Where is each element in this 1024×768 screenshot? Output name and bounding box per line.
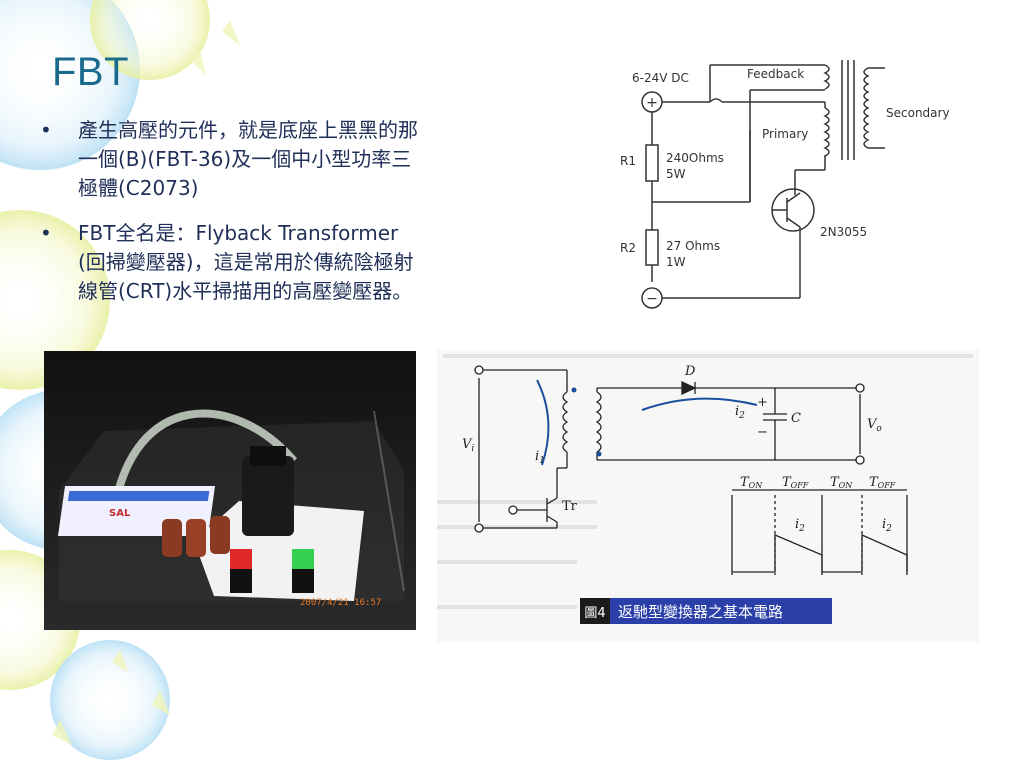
- plus-terminal: [641, 91, 663, 113]
- r2-power: 1W: [666, 255, 686, 269]
- svg-text:TON: TON: [740, 475, 763, 490]
- transistor-label: 2N3055: [820, 225, 867, 239]
- ton-sub: ON: [749, 481, 764, 490]
- svg-text:i2: i2: [735, 404, 745, 421]
- ton-label: T: [740, 475, 750, 490]
- cap-label: C: [791, 411, 801, 426]
- r1-power: 5W: [666, 167, 686, 181]
- i2-wave-label: i: [882, 517, 886, 532]
- cap-minus: −: [757, 425, 768, 440]
- ton-label: T: [830, 475, 840, 490]
- i1-sub: 1: [539, 456, 545, 466]
- tr-label: Tr: [562, 499, 578, 514]
- fbt-circuit-diagram: + − 6-24V DC Feedback Primary Secondary …: [610, 50, 990, 320]
- flyback-converter-figure: D Vi Vo i1 i2 C + − Tr TON TOFF TON TOFF…: [437, 350, 979, 642]
- minus-terminal: [641, 287, 663, 309]
- svg-text:i1: i1: [535, 449, 545, 466]
- slide-title: FBT: [52, 50, 130, 94]
- r1-value: 240Ohms: [666, 151, 724, 165]
- toff-label: T: [782, 475, 792, 490]
- svg-text:TOFF: TOFF: [869, 475, 896, 490]
- vi-label: V: [462, 437, 473, 452]
- primary-label: Primary: [762, 127, 808, 141]
- i2-wave-label: i: [795, 517, 799, 532]
- r1-label: R1: [620, 154, 636, 168]
- bullet-dot-icon: •: [40, 118, 52, 142]
- r2-value: 27 Ohms: [666, 239, 720, 253]
- photo-timestamp: 2007/4/21 16:57: [300, 598, 382, 608]
- bullet-item: • FBT全名是：Flyback Transformer (回掃變壓器)，這是常…: [36, 219, 576, 306]
- toff-label: T: [869, 475, 879, 490]
- vo-label: V: [867, 417, 878, 432]
- box-label: SAL: [109, 508, 131, 519]
- i2-label: i: [735, 404, 739, 419]
- svg-text:TON: TON: [830, 475, 853, 490]
- svg-text:Vi: Vi: [462, 437, 474, 454]
- fbt-photo: SAL: [44, 351, 416, 630]
- svg-text:i2: i2: [882, 517, 892, 534]
- i2-wave-sub: 2: [798, 524, 805, 534]
- r2-label: R2: [620, 241, 636, 255]
- bubble: [0, 210, 110, 390]
- diode-label: D: [684, 364, 696, 379]
- i2-wave-sub: 2: [885, 524, 892, 534]
- bubble: [50, 640, 170, 760]
- plus-label: +: [646, 95, 658, 111]
- svg-text:i2: i2: [795, 517, 805, 534]
- toff-sub: OFF: [791, 481, 809, 490]
- figure-number: 圖4: [580, 598, 610, 624]
- bullet-list: • 產生高壓的元件，就是底座上黑黑的那 一個(B)(FBT-36)及一個中小型功…: [36, 116, 576, 322]
- bullet-text: FBT全名是：Flyback Transformer (回掃變壓器)，這是常用於…: [78, 221, 414, 303]
- feedback-label: Feedback: [747, 67, 804, 81]
- cap-plus: +: [757, 395, 768, 410]
- i1-label: i: [535, 449, 539, 464]
- bullet-dot-icon: •: [40, 221, 52, 245]
- i2-sub: 2: [738, 411, 745, 421]
- bullet-text: 產生高壓的元件，就是底座上黑黑的那 一個(B)(FBT-36)及一個中小型功率三…: [78, 118, 418, 200]
- ton-sub: ON: [839, 481, 854, 490]
- bullet-item: • 產生高壓的元件，就是底座上黑黑的那 一個(B)(FBT-36)及一個中小型功…: [36, 116, 576, 203]
- secondary-label: Secondary: [886, 106, 950, 120]
- figure-caption-text: 返馳型變換器之基本電路: [618, 602, 784, 621]
- bubble: [90, 0, 210, 80]
- svg-text:TOFF: TOFF: [782, 475, 809, 490]
- toff-sub: OFF: [878, 481, 896, 490]
- vo-sub: o: [876, 424, 882, 434]
- star-decoration: [52, 20, 240, 745]
- svg-text:Vo: Vo: [867, 417, 882, 434]
- figure-caption: 圖4 返馳型變換器之基本電路: [580, 598, 832, 624]
- supply-label: 6-24V DC: [632, 71, 689, 85]
- minus-label: −: [646, 291, 658, 307]
- vi-sub: i: [471, 444, 474, 454]
